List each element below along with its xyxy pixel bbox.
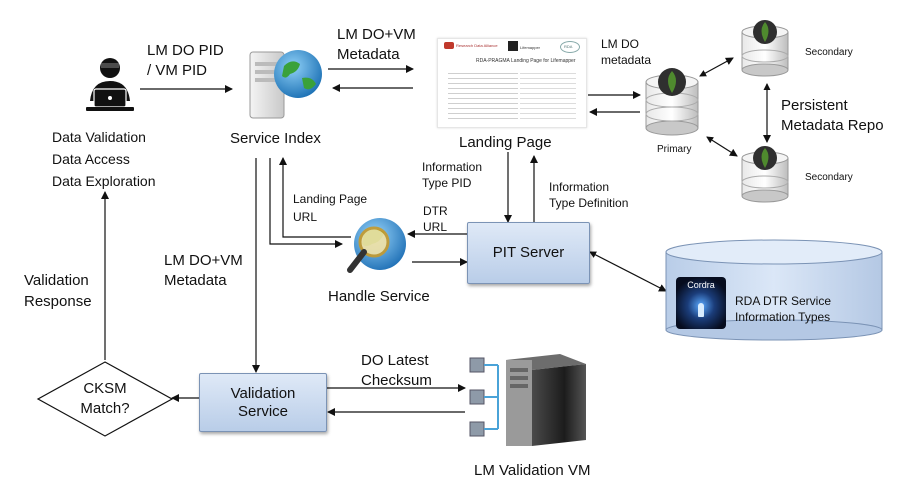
lifemapper-logo-icon <box>508 41 518 51</box>
edge-info-type-pid-2: Type PID <box>422 176 472 190</box>
cksm-label-2: Match? <box>80 400 130 417</box>
edge-info-type-def-1: Information <box>549 180 610 194</box>
pragma-logo-icon <box>560 41 580 53</box>
thumb-logo-left: Research Data Alliance <box>456 43 498 48</box>
database-stack-icon <box>741 20 789 77</box>
handle-service-label: Handle Service <box>328 288 430 305</box>
cordra-label: Cordra <box>687 280 715 290</box>
arrow-pit-rda <box>589 251 667 292</box>
landing-page-thumbnail: Research Data Alliance Lifemapper RDA RD… <box>437 38 587 128</box>
validation-service-label-1: Validation <box>230 384 296 402</box>
edge-meta-left-1: LM DO+VM <box>164 252 243 269</box>
thumb-rows-right <box>520 69 576 121</box>
thumb-title: RDA-PRAGMA Landing Page for Lifemapper <box>476 58 576 64</box>
edge-checksum-1: DO Latest <box>361 352 429 369</box>
edge-meta-top-1: LM DO+VM <box>337 26 416 43</box>
primary-label: Primary <box>657 144 692 155</box>
edge-meta-left-2: Metadata <box>164 272 227 289</box>
secondary-top-label: Secondary <box>805 47 853 58</box>
thumb-rows-left <box>448 69 518 121</box>
thumb-logo-right: RDA <box>564 44 573 49</box>
edge-lm-do-metadata-1: LM DO <box>601 37 640 51</box>
pit-server-label: PIT Server <box>492 244 565 261</box>
edge-validation-response-2: Response <box>24 293 92 310</box>
rda-label-1: RDA DTR Service <box>735 294 832 308</box>
keyhole-icon <box>698 303 704 317</box>
edge-validation-response-1: Validation <box>24 272 89 289</box>
validation-service-box: Validation Service <box>199 373 327 432</box>
edge-checksum-2: Checksum <box>361 372 432 389</box>
edge-landing-url-2: URL <box>293 210 318 224</box>
edge-landing-url-1: Landing Page <box>293 192 368 206</box>
rda-label-2: Information Types <box>735 310 831 324</box>
edge-meta-top-2: Metadata <box>337 46 400 63</box>
database-stack-icon <box>741 146 789 203</box>
thumb-logo-mid: Lifemapper <box>520 45 541 50</box>
edge-lm-do-pid-1: LM DO PID <box>147 42 224 59</box>
persistent-repo-label-1: Persistent <box>781 97 848 114</box>
arrow-primary-secondary-bottom <box>706 136 738 157</box>
cksm-decision-diamond <box>36 361 174 437</box>
edge-lm-do-metadata-2: metadata <box>601 53 652 67</box>
arrow-index-to-handle <box>269 158 343 248</box>
vm-server-icon <box>469 354 586 446</box>
user-caption-2: Data Access <box>52 151 130 167</box>
landing-page-label: Landing Page <box>459 134 552 151</box>
edge-info-type-pid-1: Information <box>422 160 483 174</box>
edge-lm-do-pid-2: / VM PID <box>147 62 208 79</box>
handle-globe-magnifier-icon <box>347 218 406 273</box>
lm-validation-vm-label: LM Validation VM <box>474 462 591 479</box>
edge-info-type-def-2: Type Definition <box>549 196 629 210</box>
user-laptop-icon <box>86 58 134 111</box>
database-stack-icon <box>645 68 699 136</box>
secondary-bottom-label: Secondary <box>805 172 853 183</box>
pit-server-box: PIT Server <box>467 222 590 284</box>
edge-dtr-url-2: URL <box>423 220 448 234</box>
user-caption-3: Data Exploration <box>52 173 156 189</box>
cksm-label-1: CKSM <box>83 380 127 397</box>
server-globe-icon <box>249 50 322 119</box>
service-index-label: Service Index <box>230 130 321 147</box>
validation-service-label-2: Service <box>237 402 289 420</box>
edge-dtr-url-1: DTR <box>423 204 448 218</box>
cordra-logo-icon: Cordra <box>676 277 726 329</box>
user-caption-1: Data Validation <box>52 129 146 145</box>
persistent-repo-label-2: Metadata Repo <box>781 117 884 134</box>
arrow-handle-to-index <box>279 157 351 238</box>
arrow-primary-secondary-top <box>699 57 734 77</box>
rda-logo-icon <box>444 42 454 49</box>
